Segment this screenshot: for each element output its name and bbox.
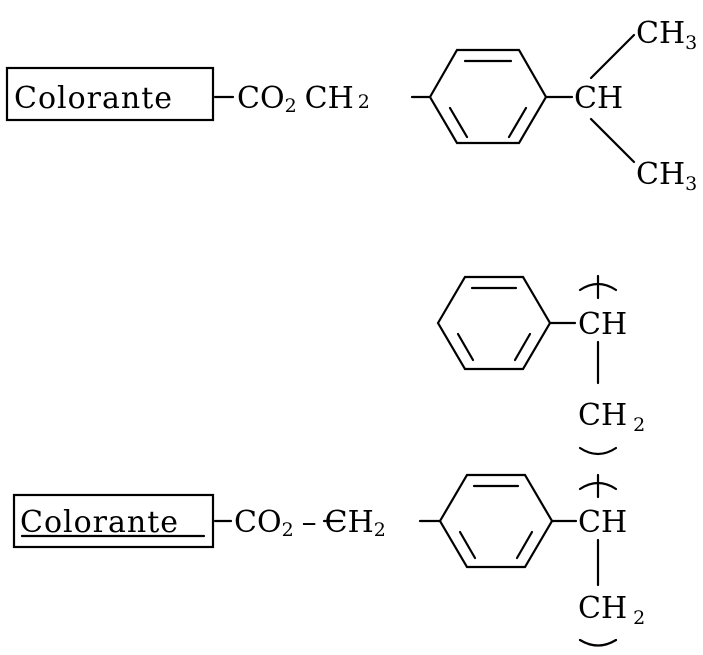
ch-group-bottom: CH: [578, 505, 627, 540]
bond-ch-methyl-top: [589, 33, 636, 80]
ring1-double-bond-b: [448, 106, 469, 139]
ch-group-1: CH: [574, 81, 623, 116]
benzene-ring-1: [428, 48, 548, 145]
benzene-ring-2b: [438, 473, 554, 569]
benzene-ring-2a: [436, 275, 552, 371]
ch-group-top: CH: [578, 307, 627, 342]
bond-ch-methyl-bottom: [589, 117, 636, 164]
colorante-label-1: Colorante: [14, 81, 173, 116]
ring1-double-bond-c: [507, 106, 528, 139]
colorante-box-1: [5, 66, 215, 122]
ring2b-double-bond-b: [458, 530, 477, 560]
polymer-bracket-top-close: [578, 446, 618, 456]
ester-group-2: CO2–CH2: [234, 505, 386, 541]
methyl-top: CH3: [636, 16, 697, 54]
colorante-box-2: [12, 493, 215, 549]
ring2b-double-bond-c: [515, 530, 534, 560]
ring2a-double-bond-b: [456, 332, 475, 362]
polymer-bracket-bottom-close: [578, 638, 618, 647]
methyl-bottom: CH3: [636, 157, 697, 195]
ring2a-double-bond-c: [513, 332, 532, 362]
colorante-label-2: Colorante: [20, 505, 179, 540]
